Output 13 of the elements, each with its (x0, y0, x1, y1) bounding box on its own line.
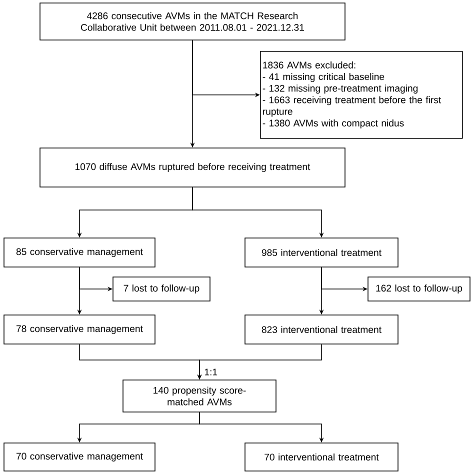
exclusion-box: 1836 AVMs excluded: - 41 missing critical baseline - 132 missing pre-treatment imaging - 1663 receiving treatment before the first rupture - 1380 AVMs with compact nidus (260, 51, 463, 139)
process-box: 70 interventional treatment (244, 442, 398, 472)
process-box: 1070 diffuse AVMs ruptured before receiving treatment (40, 148, 346, 188)
process-box: 78 conservative management (4, 314, 156, 344)
ratio-label: 1:1 (204, 368, 218, 376)
process-box: 985 interventional treatment (244, 238, 398, 268)
process-box: 85 conservative management (4, 238, 156, 268)
process-box: 70 conservative management (4, 442, 156, 472)
process-box: 4286 consecutive AVMs in the MATCH Research Collaborative Unit between 2011.08.01 - 2021.12.31 (40, 2, 346, 40)
process-box: 140 propensity score-matched AVMs (122, 380, 276, 412)
process-box: 823 interventional treatment (244, 314, 398, 344)
process-box: 7 lost to follow-up (112, 276, 210, 302)
process-box: 162 lost to follow-up (368, 276, 470, 302)
